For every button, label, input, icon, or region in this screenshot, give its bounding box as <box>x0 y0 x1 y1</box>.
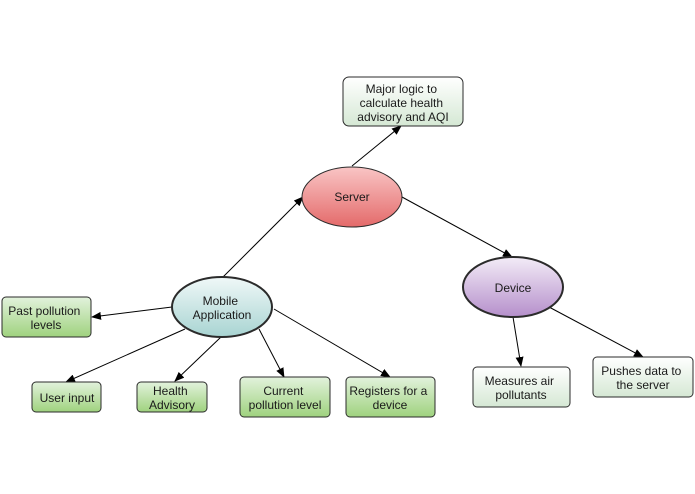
edge-device-pushes-data <box>548 306 644 358</box>
measures-air-label: Measures air pollutants <box>485 374 558 402</box>
server-label: Server <box>334 190 369 204</box>
past-pollution-label: Past pollution levels <box>8 304 83 332</box>
user-input-node: User input <box>31 381 102 413</box>
device-label: Device <box>495 281 532 295</box>
pushes-data-label: Pushes data to the server <box>601 364 684 392</box>
edge-mobile-current-pollution <box>258 328 285 378</box>
past-pollution-node: Past pollution levels <box>1 296 92 338</box>
edge-mobile-health-advisory <box>174 336 222 382</box>
health-advisory-node: Health Advisory <box>136 381 208 413</box>
edges <box>65 125 644 383</box>
edge-mobile-registers-device <box>273 308 391 378</box>
edge-server-to-major-logic <box>351 125 402 167</box>
mobile-application-label: Mobile Application <box>193 294 252 322</box>
device-node: Device <box>462 256 564 318</box>
current-pollution-label: Current pollution level <box>249 384 322 412</box>
mobile-application-node: Mobile Application <box>171 276 273 338</box>
edge-device-measures-air <box>512 316 524 367</box>
measures-air-node: Measures air pollutants <box>472 366 571 408</box>
registers-device-label: Registers for a device <box>349 384 430 412</box>
pushes-data-node: Pushes data to the server <box>592 356 694 398</box>
registers-device-node: Registers for a device <box>345 376 436 418</box>
edge-mobile-past-pollution <box>91 306 173 320</box>
major-logic-label: Major logic to calculate health advisory… <box>357 82 448 124</box>
edge-mobile-server <box>214 196 304 286</box>
edge-mobile-user-input <box>65 328 186 383</box>
health-advisory-label: Health Advisory <box>149 384 195 412</box>
major-logic-node: Major logic to calculate health advisory… <box>342 76 464 127</box>
user-input-label: User input <box>40 391 95 405</box>
current-pollution-node: Current pollution level <box>239 376 331 418</box>
edge-server-device <box>392 189 513 258</box>
server-node: Server <box>301 166 403 228</box>
